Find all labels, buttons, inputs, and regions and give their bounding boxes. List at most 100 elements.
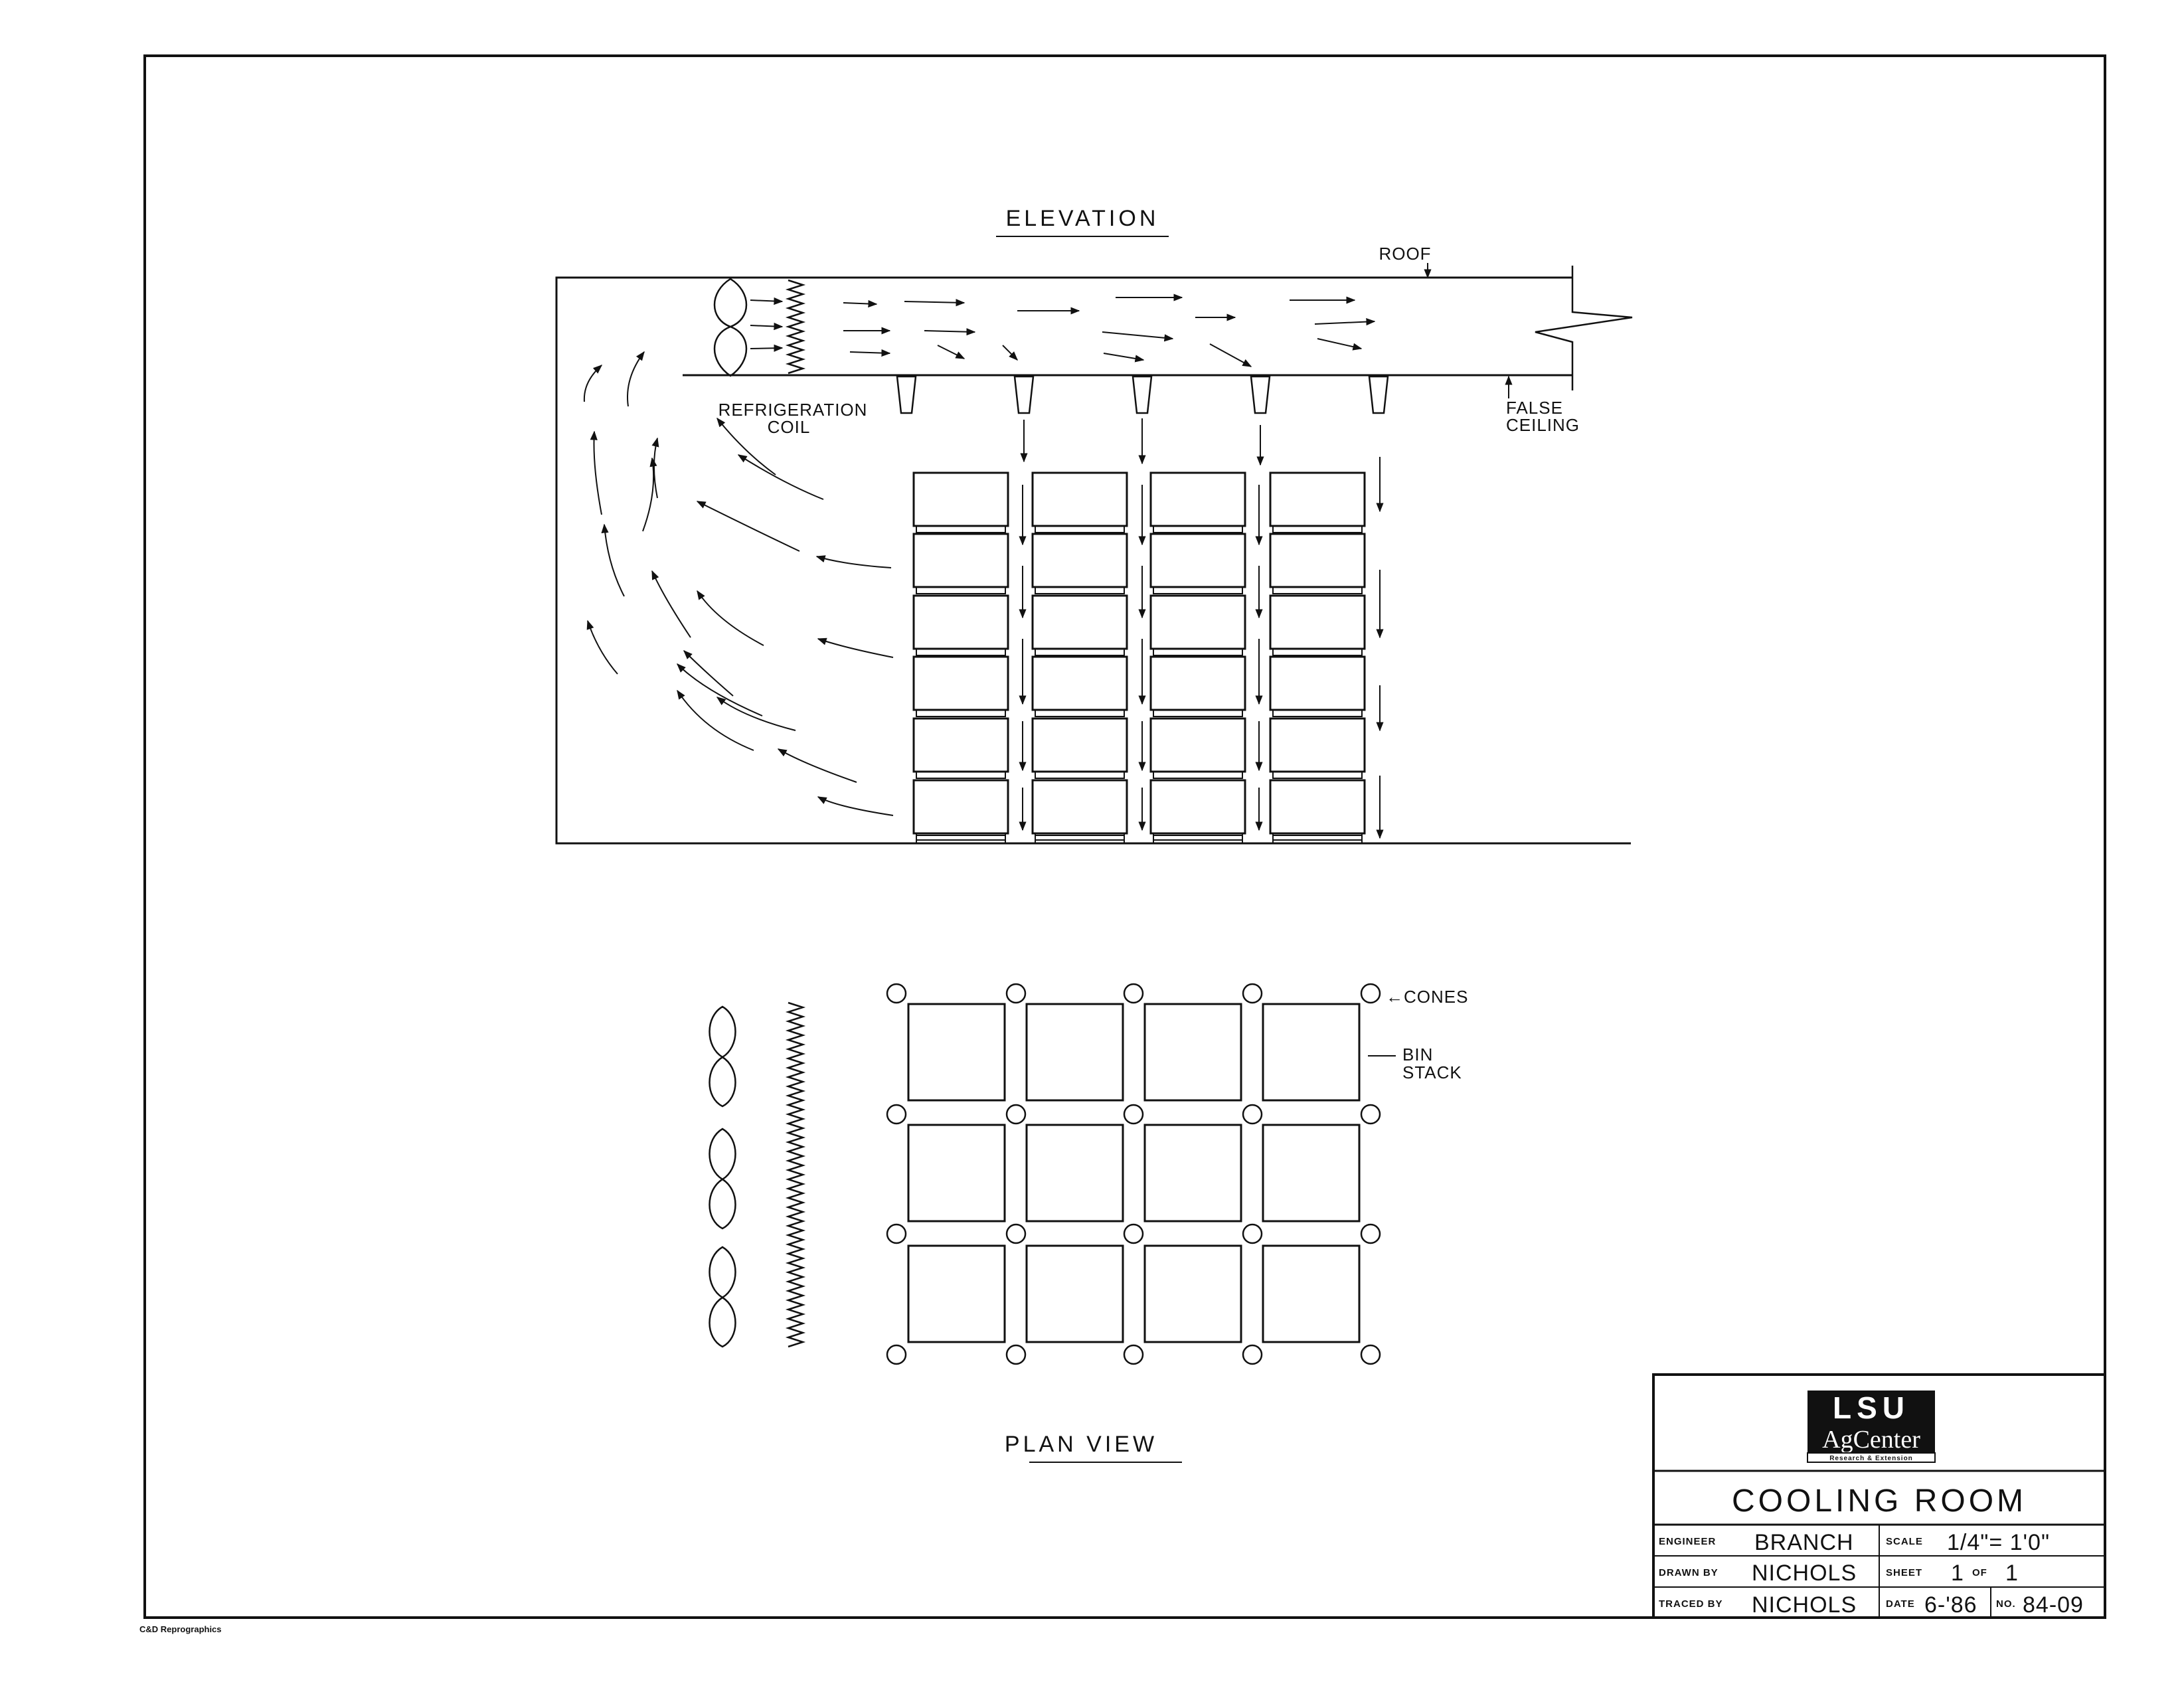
cone-circle-icon [1005,983,1027,1004]
fan-icon [709,1005,736,1108]
coil-label-2: COIL [768,417,811,437]
cone-circle-icon [1360,1104,1381,1125]
pallet [916,835,1006,844]
coil-label-1: REFRIGERATION [718,400,868,420]
airflow-arrow [1002,345,1018,361]
sheet-border [143,54,2106,1619]
cone-icon [1132,375,1153,414]
airflow-arrow [1102,331,1174,342]
airflow-arrow [601,523,625,597]
airflow-arrow [750,297,784,305]
bin-stack-label-1: BIN [1402,1045,1433,1064]
date-value: 6-'86 [1924,1592,1977,1618]
pallet [1035,648,1125,656]
airflow-arrow [924,328,976,336]
bin-stack-plan [1025,1124,1124,1223]
drawn-by-label: DRAWN BY [1659,1567,1719,1578]
bin-elevation [1031,779,1128,835]
airflow-arrow [737,454,824,500]
bin-elevation [912,533,1009,588]
traced-by-value: NICHOLS [1752,1592,1857,1618]
false-ceiling-label-1: FALSE [1506,398,1563,418]
bin-stack-plan [1143,1244,1242,1343]
airflow-arrow [843,299,878,308]
bin-elevation [912,655,1009,711]
sheet-of-label: OF [1972,1567,1987,1578]
pallet [1272,771,1363,779]
bin-elevation [1269,471,1366,527]
traced-by-label: TRACED BY [1659,1598,1723,1610]
airflow-arrow [817,796,894,816]
bin-stack-plan [1262,1244,1361,1343]
bin-elevation [1031,717,1128,773]
airflow-arrow [1314,317,1376,326]
bin-stack-plan [1143,1003,1242,1102]
bin-elevation [1149,717,1246,773]
logo-agcenter-text: AgCenter [1822,1426,1920,1454]
pallet [1153,709,1243,717]
ceiling-cones [896,375,1389,414]
cone-circle-icon [1242,1344,1263,1365]
airflow-arrow [750,344,784,352]
airflow-arrow [849,349,891,357]
pallet [1035,835,1125,844]
pallet [916,586,1006,594]
bin-elevation [1149,779,1246,835]
bin-elevation [912,594,1009,650]
bin-elevation [1149,655,1246,711]
airflow-arrow [716,417,776,475]
pallet [1035,525,1125,533]
cone-circle-icon [886,1223,907,1244]
elevation-view: ELEVATION ROOF FALSE CEILING REFRIGERATI… [555,206,1633,845]
roof-label: ROOF [1379,244,1431,264]
airflow-arrow [1103,353,1145,363]
plan-view: ←CONES BIN STACK PLAN VIEW [709,983,1468,1463]
pallet [1272,835,1363,844]
cone-circle-icon [1123,1344,1144,1365]
pallet [1272,648,1363,656]
cone-circle-icon [1242,983,1263,1004]
cone-circle-icon [886,1104,907,1125]
bin-stack-label-2: STACK [1402,1062,1462,1082]
logo-lsu-text: LSU [1833,1391,1910,1425]
false-ceiling-label-2: CEILING [1506,415,1580,435]
cone-icon [1368,375,1389,414]
pallet [1035,771,1125,779]
pallet [1153,586,1243,594]
airflow-arrows [583,294,1384,839]
bin-elevation [1031,471,1128,527]
fan-icon [713,278,748,377]
cone-circle-icon [1123,983,1144,1004]
pallet [1035,709,1125,717]
airflow-arrow [586,620,618,675]
cone-circle-icon [1360,1223,1381,1244]
break-line [1535,266,1633,390]
drawn-by-value: NICHOLS [1752,1561,1857,1586]
airflow-arrow [904,299,966,307]
refrigeration-coil-icon [785,279,806,375]
airflow-arrow [651,437,659,499]
printer-credit: C&D Reprographics [139,1624,222,1634]
pallet [916,525,1006,533]
pallet [916,709,1006,717]
sheet-total: 1 [2005,1561,2019,1586]
drawing-number-value: 84-09 [2023,1592,2084,1618]
airflow-arrow [815,555,892,568]
cone-circle-icon [1123,1104,1144,1125]
bin-elevation [912,471,1009,527]
pallet [1153,835,1243,844]
elevation-title: ELEVATION [1006,206,1159,231]
bin-elevation [1269,717,1366,773]
cone-circle-icon [886,1344,907,1365]
pallet [1035,586,1125,594]
lsu-agcenter-logo: LSU AgCenter Research & Extension [1807,1391,1936,1463]
cone-circle-icon [1242,1223,1263,1244]
engineer-label: ENGINEER [1659,1536,1716,1547]
bin-elevation [912,717,1009,773]
sheet-number: 1 [1951,1561,1964,1586]
pallet [916,771,1006,779]
cone-circle-icon [1360,983,1381,1004]
pallet [916,648,1006,656]
bin-stack-plan [907,1003,1006,1102]
bin-elevation [1269,779,1366,835]
